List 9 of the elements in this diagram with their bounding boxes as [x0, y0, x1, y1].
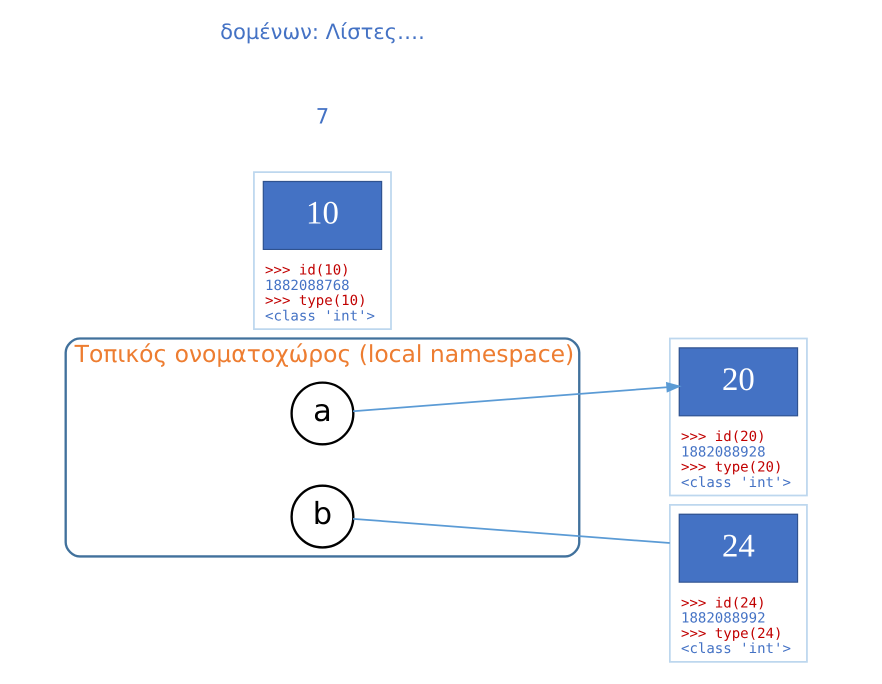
label: 7 [316, 103, 330, 128]
label: δομένων: Λίστες…. [220, 19, 425, 44]
node-box: 24 [678, 514, 798, 583]
node-box: 20 [678, 347, 798, 416]
arrow [352, 382, 682, 412]
connector [352, 518, 670, 544]
node-circle: a [290, 381, 354, 446]
node-circle: b [290, 484, 354, 549]
node-box: 10 [262, 180, 382, 250]
